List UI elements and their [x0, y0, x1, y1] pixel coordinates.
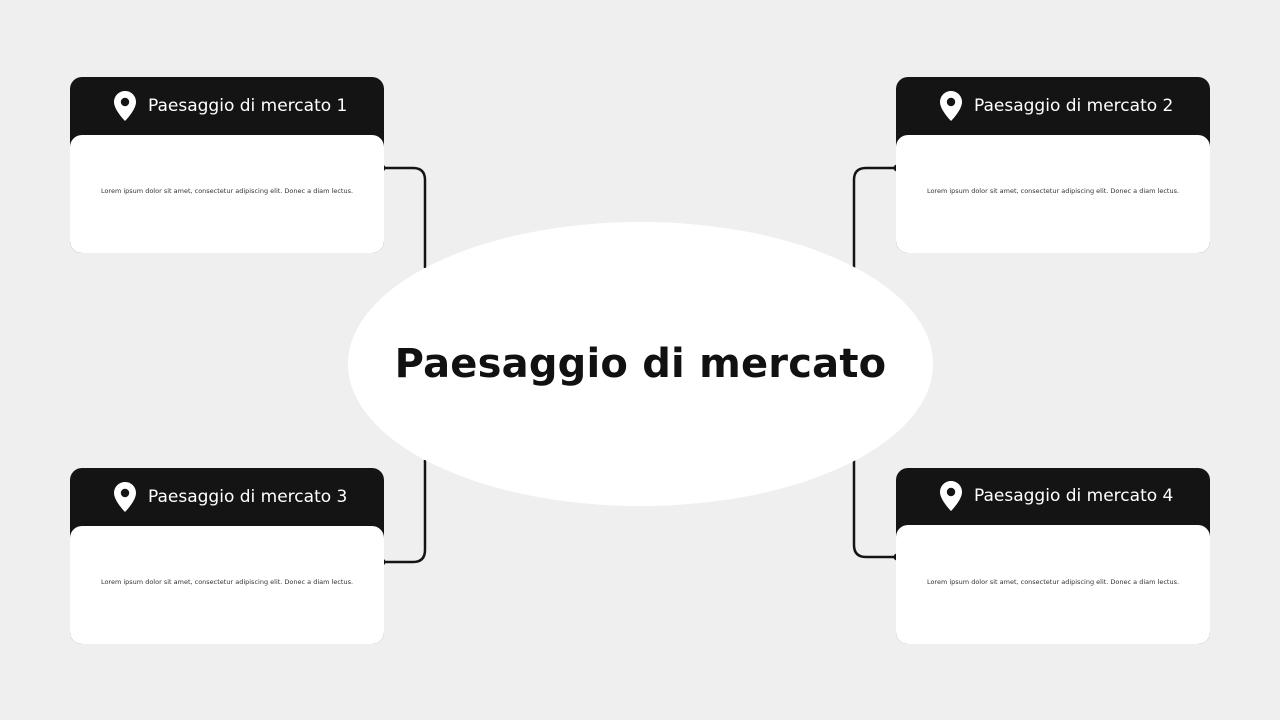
card-header: Paesaggio di mercato 3	[70, 468, 384, 526]
card-text: Lorem ipsum dolor sit amet, consectetur …	[100, 187, 354, 195]
card-header: Paesaggio di mercato 2	[896, 77, 1210, 135]
connector-line-3	[382, 460, 427, 564]
connector-line-4	[852, 460, 897, 559]
market-card-2: Paesaggio di mercato 2 Lorem ipsum dolor…	[896, 77, 1210, 253]
card-title: Paesaggio di mercato 1	[148, 96, 348, 116]
card-body: Lorem ipsum dolor sit amet, consectetur …	[896, 135, 1210, 253]
card-body: Lorem ipsum dolor sit amet, consectetur …	[70, 526, 384, 644]
card-body: Lorem ipsum dolor sit amet, consectetur …	[70, 135, 384, 253]
card-title: Paesaggio di mercato 3	[148, 487, 348, 507]
connector-line-2	[852, 166, 897, 268]
card-title: Paesaggio di mercato 4	[974, 485, 1174, 506]
center-node: Paesaggio di mercato	[348, 222, 933, 506]
card-body: Lorem ipsum dolor sit amet, consectetur …	[896, 525, 1210, 644]
card-text: Lorem ipsum dolor sit amet, consectetur …	[926, 187, 1180, 195]
card-text: Lorem ipsum dolor sit amet, consectetur …	[926, 577, 1180, 586]
connector-line-1	[382, 166, 427, 268]
location-pin-icon	[114, 91, 136, 121]
card-text: Lorem ipsum dolor sit amet, consectetur …	[100, 578, 354, 586]
card-title: Paesaggio di mercato 2	[974, 96, 1174, 116]
market-card-4: Paesaggio di mercato 4 Lorem ipsum dolor…	[896, 468, 1210, 644]
market-card-3: Paesaggio di mercato 3 Lorem ipsum dolor…	[70, 468, 384, 644]
location-pin-icon	[940, 91, 962, 121]
card-header: Paesaggio di mercato 4	[896, 468, 1210, 523]
location-pin-icon	[940, 480, 962, 511]
market-card-1: Paesaggio di mercato 1 Lorem ipsum dolor…	[70, 77, 384, 253]
location-pin-icon	[114, 482, 136, 512]
card-header: Paesaggio di mercato 1	[70, 77, 384, 135]
center-title: Paesaggio di mercato	[394, 341, 887, 387]
